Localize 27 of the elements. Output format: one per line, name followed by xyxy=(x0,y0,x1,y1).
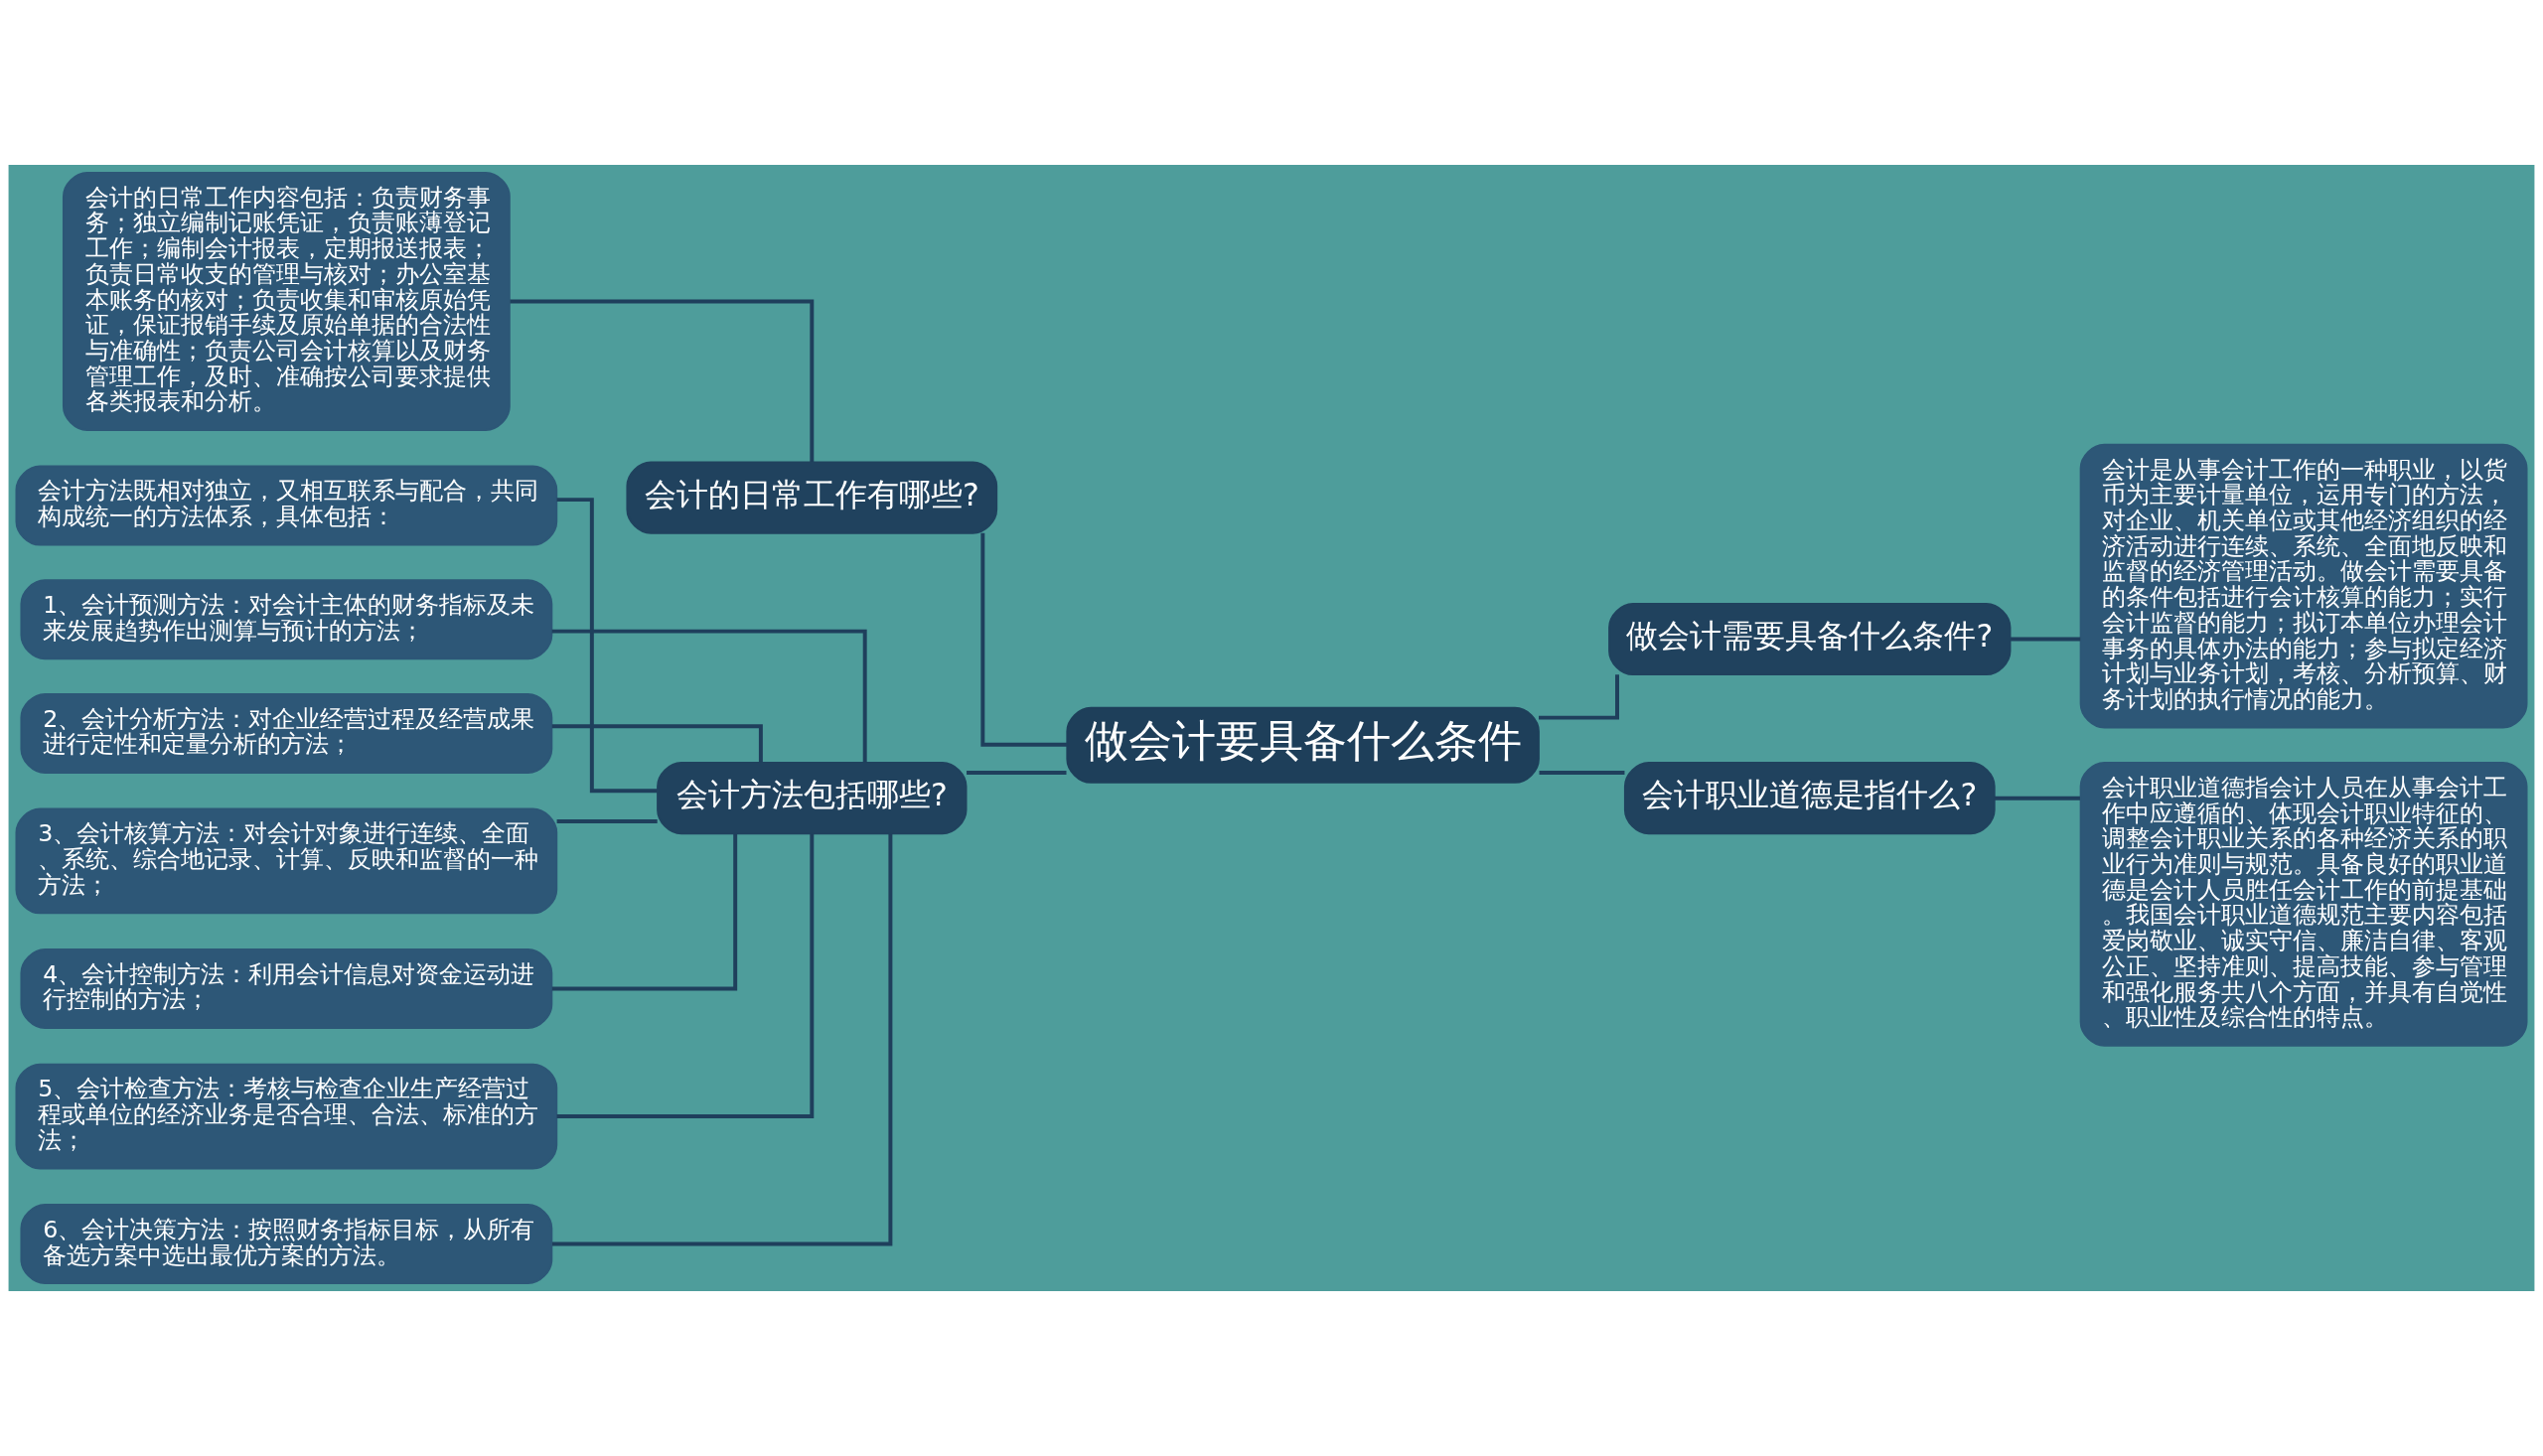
node-box: 会计方法包括哪些? xyxy=(657,762,968,835)
node-box: 会计是从事会计工作的一种职业，以货币为主要计量单位，运用专门的方法，对企业、机关单位或其他经济组织的经济活动进行连续、系统、全面地反映和监督的经济管理活动。做会计需要具备的条件包括进行会计核算的能力；实行会计监督的能力；拟订本单位办理会计事务的具体办法的能力；参与拟定经济计划与业务计划，考核、分析预算、财务计划的执行情况的能力。 xyxy=(2079,443,2528,729)
connector xyxy=(1994,796,2080,801)
connector xyxy=(551,629,867,764)
connector xyxy=(1539,771,1625,775)
connector xyxy=(980,532,1067,747)
node-box: 4、会计控制方法：利用会计信息对资金运动进行控制的方法； xyxy=(20,947,553,1030)
node-box: 1、会计预测方法：对会计主体的财务指标及未来发展趋势作出测算与预计的方法； xyxy=(20,579,553,660)
connector xyxy=(967,771,1067,775)
connector xyxy=(556,818,658,823)
node-box: 会计职业道德是指什么? xyxy=(1623,762,1996,835)
connector xyxy=(551,833,893,1246)
connector xyxy=(2011,637,2081,642)
node-box: 3、会计核算方法：对会计对象进行连续、全面、系统、综合地记录、计算、反映和监督的一种方法； xyxy=(15,807,558,915)
node-box: 5、会计检查方法：考核与检查企业生产经营过程或单位的经济业务是否合理、合法、标准的方法； xyxy=(15,1063,558,1170)
node-box: 会计的日常工作有哪些? xyxy=(626,461,998,534)
node-box: 会计方法既相对独立，又相互联系与配合，共同构成统一的方法体系，具体包括： xyxy=(15,465,558,546)
connector xyxy=(510,299,815,462)
node-box: 6、会计决策方法：按照财务指标目标，从所有备选方案中选出最优方案的方法。 xyxy=(20,1204,553,1285)
node-box: 会计的日常工作内容包括：负责财务事务；独立编制记账凭证，负责账薄登记工作；编制会计报表，定期报送报表；负责日常收支的管理与核对；办公室基本账务的核对；负责收集和审核原始凭证，保证报销手续及原始单据的合法性与准确性；负责公司会计核算以及财务管理工作，及时、准确按公司要求提供各类报表和分析。 xyxy=(62,171,511,431)
node-box: 2、会计分析方法：对企业经营过程及经营成果进行定性和定量分析的方法； xyxy=(20,692,553,774)
connector xyxy=(556,833,815,1118)
node-box: 会计职业道德指会计人员在从事会计工作中应遵循的、体现会计职业特征的、调整会计职业关系的各种经济关系的职业行为准则与规范。具备良好的职业道德是会计人员胜任会计工作的前提基础。我国会计职业道德规范主要内容包括爱岗敬业、诚实守信、廉洁自律、客观公正、坚持准则、提高技能、参与管理和强化服务共八个方面，并具有自觉性、职业性及综合性的特点。 xyxy=(2079,762,2528,1047)
connector xyxy=(1539,674,1619,720)
node-box: 做会计要具备什么条件 xyxy=(1066,706,1540,784)
connector xyxy=(551,833,738,991)
node-box: 做会计需要具备什么条件? xyxy=(1608,602,2012,676)
